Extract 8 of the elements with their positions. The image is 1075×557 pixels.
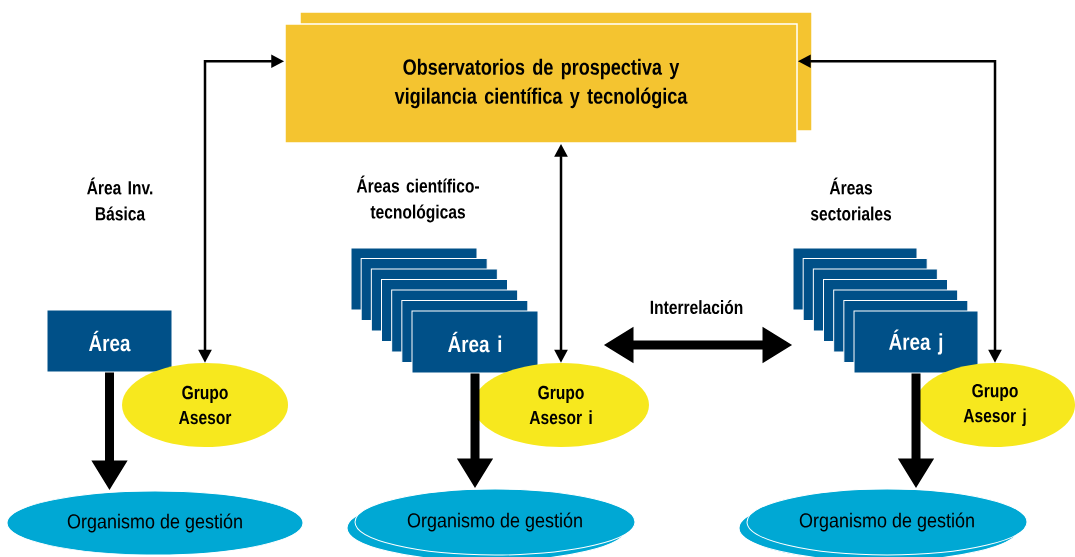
- area-box: Área: [46, 309, 173, 373]
- area-box: Área j: [853, 310, 979, 374]
- column-heading: Áreas sectoriales: [810, 177, 892, 221]
- column-heading: Áreas científico-tecnológicas: [356, 175, 479, 223]
- title-box: Observatorios de prospectiva y vigilancia científica y tecnológica: [284, 23, 798, 144]
- edge-label: Interrelación: [650, 299, 743, 315]
- column-heading: Área Inv. Básica: [87, 177, 153, 221]
- area-box: Área i: [411, 310, 539, 374]
